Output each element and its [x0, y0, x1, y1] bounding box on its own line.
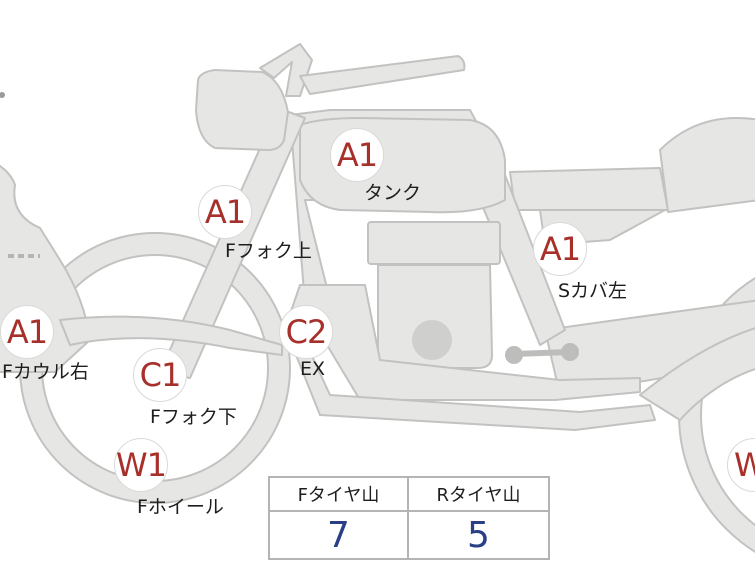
marker-fork-upper: A1 — [198, 185, 252, 239]
exhaust-pipe-lower — [289, 329, 656, 431]
handlebar — [259, 43, 313, 97]
headlight — [195, 69, 289, 151]
brake-pedal-end-left — [505, 346, 523, 364]
label-exhaust: EX — [300, 358, 326, 380]
marker-front-wheel: W1 — [114, 438, 168, 492]
rear-fender — [639, 327, 755, 421]
front-tire-tread-value: 7 — [270, 512, 409, 558]
brake-pedal-end-right — [561, 343, 579, 361]
marker-exhaust: C2 — [279, 305, 333, 359]
rear-tire-tread-value: 5 — [467, 514, 490, 556]
label-tank: タンク — [364, 182, 422, 204]
tire-tread-table: Fタイヤ山 Rタイヤ山 7 5 — [268, 476, 550, 560]
engine-head — [367, 221, 501, 265]
cowl-dot — [0, 92, 5, 98]
front-fork — [159, 107, 306, 379]
marker-tank: A1 — [330, 128, 384, 182]
marker-front-cowl-right: A1 — [0, 305, 54, 359]
label-fork-lower: Fフォク下 — [150, 406, 237, 428]
label-side-cover-left: Sカバ左 — [558, 280, 628, 302]
swing-arm — [544, 299, 755, 396]
rear-tire-tread-header: Rタイヤ山 — [409, 478, 548, 512]
label-front-cowl-right: Fカウル右 — [2, 361, 89, 383]
brake-pedal — [511, 349, 573, 357]
engine-cover — [412, 320, 452, 360]
marker-side-cover-left: A1 — [533, 222, 587, 276]
front-fender — [59, 315, 283, 356]
marker-fork-lower: C1 — [133, 348, 187, 402]
label-fork-upper: Fフォク上 — [225, 240, 312, 262]
label-front-wheel: Fホイール — [137, 496, 224, 518]
seat — [509, 167, 669, 211]
rear-cowl — [659, 117, 755, 213]
rear-tire-fill — [680, 279, 755, 551]
front-tire-tread-header: Fタイヤ山 — [270, 478, 409, 512]
handlebar-grip — [299, 55, 466, 95]
